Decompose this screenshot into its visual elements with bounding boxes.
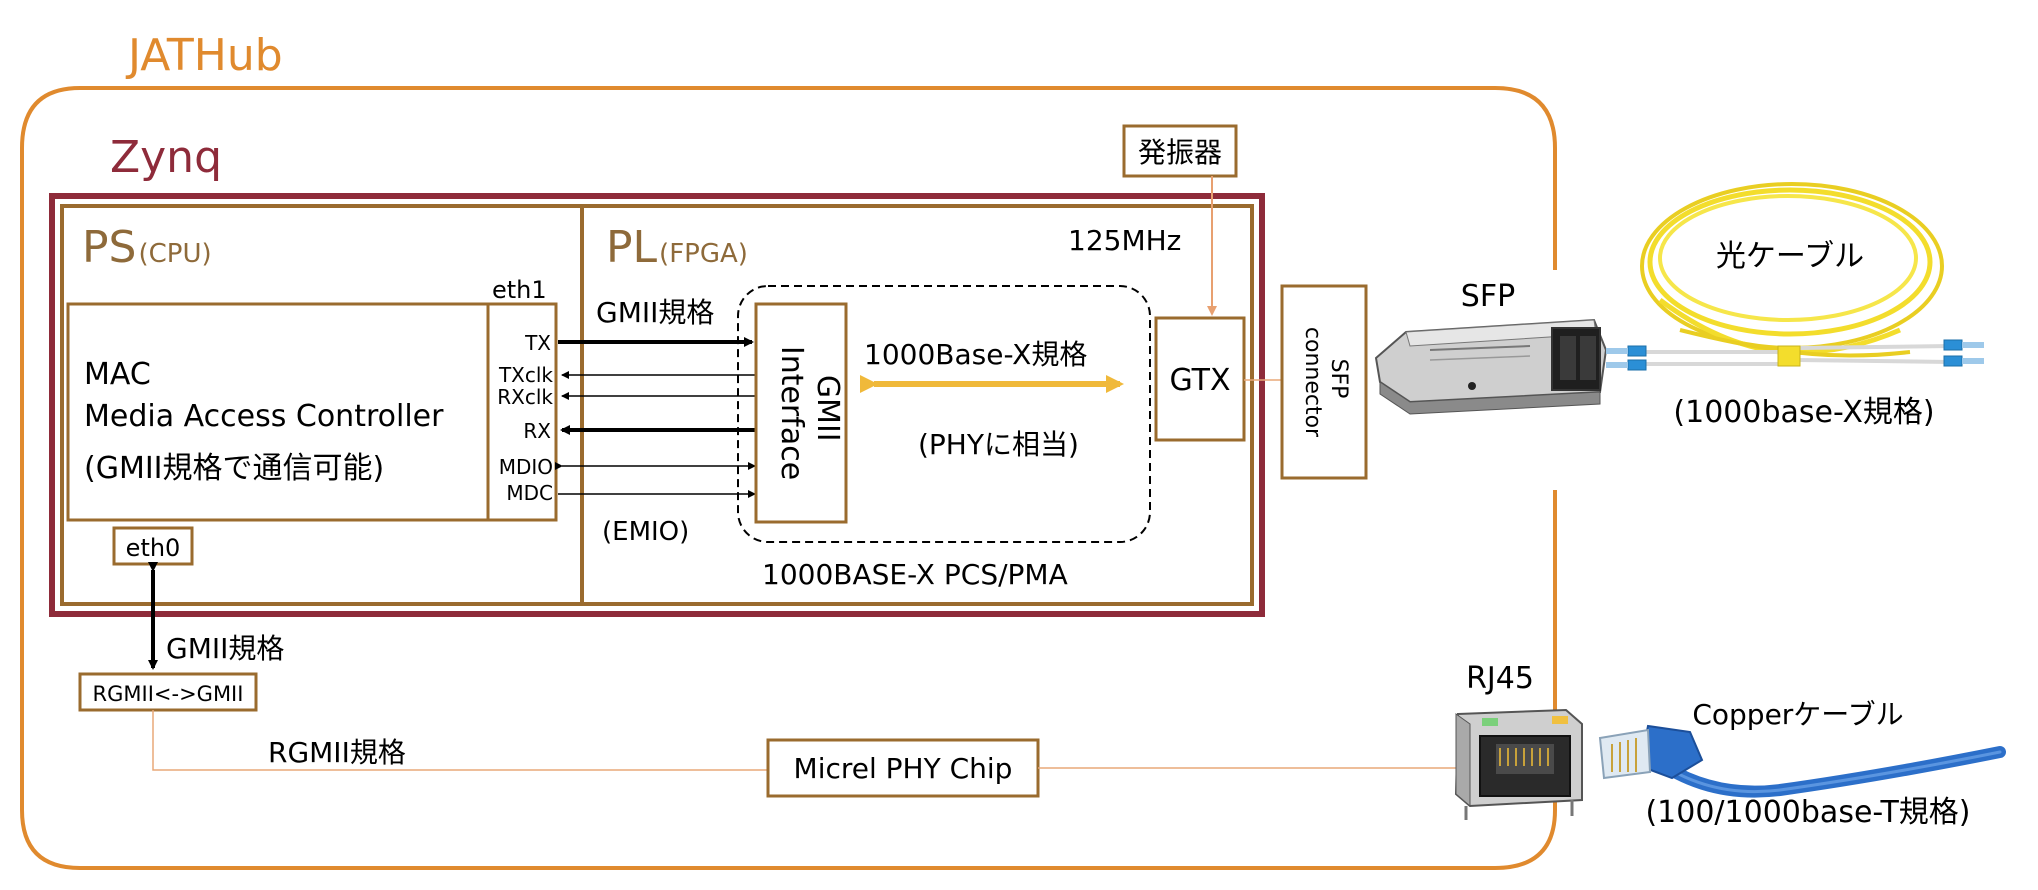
jathub-title: JATHub — [125, 30, 283, 81]
rgmii-spec-label: RGMII規格 — [268, 736, 406, 769]
fiber-cable-label: 光ケーブル — [1716, 239, 1864, 274]
rgmii-gmii-box — [78, 672, 258, 712]
eth1-label: eth1 — [492, 276, 547, 304]
copper-cable-icon — [1598, 724, 2006, 798]
copper-cable-label: Copperケーブル — [1692, 698, 1903, 731]
gmii-spec-label-bottom: GMII規格 — [166, 632, 284, 665]
oscillator-label: 発振器 — [1138, 136, 1222, 169]
sfp-connector-label: SFP connector — [1300, 327, 1351, 438]
copper-spec-label: (100/1000base-T規格) — [1645, 795, 1970, 830]
rgmii-line — [152, 710, 768, 771]
sfp-module-icon — [1374, 318, 1608, 415]
sfp-label: SFP — [1461, 279, 1515, 314]
signal-rxclk: RXclk — [497, 385, 553, 409]
signal-mdc: MDC — [506, 481, 553, 505]
base-x-spec-label: 1000Base-X規格 — [864, 338, 1087, 371]
gmii-spec-label-top: GMII規格 — [596, 296, 714, 329]
micrel-phy-box — [766, 738, 1040, 798]
jathub-boundary — [20, 86, 1557, 870]
signal-rx: RX — [523, 419, 551, 443]
mac-gmii-note: (GMII規格で通信可能) — [84, 451, 384, 486]
zynq-title: Zynq — [110, 132, 222, 183]
emio-label: (EMIO) — [602, 517, 689, 547]
pcs-pma-label: 1000BASE-X PCS/PMA — [762, 558, 1068, 591]
sfp-connector-box — [1280, 284, 1368, 480]
zynq-box — [49, 193, 1265, 617]
signal-txclk: TXclk — [498, 363, 553, 387]
signal-mdio: MDIO — [499, 455, 553, 479]
gmii-interface-box — [754, 302, 848, 524]
frequency-label: 125MHz — [1068, 224, 1181, 257]
signal-tx: TX — [524, 331, 551, 355]
gtx-box — [1154, 316, 1246, 442]
phy-equiv-label: (PHYに相当) — [918, 428, 1079, 461]
fiber-cable-icon — [1606, 182, 1984, 371]
pl-title: PL(FPGA) — [606, 222, 748, 273]
ps-title: PS(CPU) — [82, 222, 212, 273]
mac-label: MAC — [84, 357, 151, 392]
fiber-spec-label: (1000base-X規格) — [1673, 395, 1934, 430]
gtx-label: GTX — [1169, 363, 1230, 398]
micrel-phy-label: Micrel PHY Chip — [794, 752, 1013, 785]
eth0-label: eth0 — [126, 534, 181, 562]
pl-box — [580, 204, 1254, 606]
rj45-jack-icon — [1454, 708, 1583, 820]
oscillator-box — [1122, 124, 1238, 178]
rgmii-gmii-label: RGMII<->GMII — [93, 682, 244, 706]
mac-full-name: Media Access Controller — [84, 399, 444, 434]
rj45-label: RJ45 — [1466, 661, 1534, 696]
pcs-pma-region — [737, 285, 1151, 543]
eth1-port-box — [486, 302, 558, 522]
gmii-interface-label: GMII Interface — [774, 346, 845, 480]
